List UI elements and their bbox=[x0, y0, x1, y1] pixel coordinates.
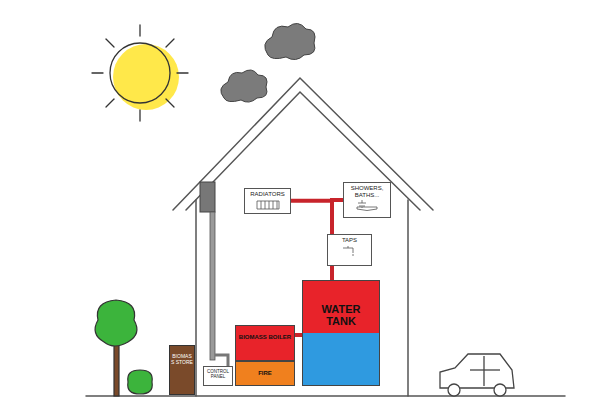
showers-box: SHOWERS, BATHS... bbox=[343, 182, 391, 218]
node-label: RADIATORS bbox=[250, 191, 284, 198]
hot-water-pipe bbox=[330, 266, 334, 280]
fire-box: FIRE bbox=[235, 361, 295, 386]
node-label: BIOMASS STORE bbox=[171, 354, 193, 365]
node-label: CONTROL PANEL bbox=[205, 370, 231, 380]
node-label: SHOWERS, BATHS... bbox=[346, 185, 388, 198]
biomass-store: BIOMASS STORE bbox=[169, 345, 195, 395]
radiators-box: RADIATORS bbox=[244, 188, 291, 214]
shower-icon bbox=[354, 199, 380, 211]
sun bbox=[92, 25, 188, 121]
hot-water-pipe bbox=[295, 333, 302, 337]
trees bbox=[95, 300, 152, 396]
house-outline bbox=[86, 78, 565, 396]
taps-box: TAPS bbox=[327, 234, 372, 266]
control-panel: CONTROL PANEL bbox=[203, 366, 233, 386]
node-label: BIOMASS BOILER bbox=[239, 334, 291, 341]
node-label: TAPS bbox=[342, 237, 357, 244]
rad-icon bbox=[255, 199, 281, 211]
node-label: FIRE bbox=[258, 370, 272, 377]
water-tank: WATER TANK bbox=[302, 280, 380, 386]
biomass-boiler: BIOMASS BOILER bbox=[235, 325, 295, 361]
hot-water-pipe bbox=[291, 201, 332, 280]
smoke-clouds bbox=[221, 23, 315, 102]
node-label: WATER TANK bbox=[307, 303, 375, 327]
car bbox=[440, 354, 514, 396]
chimney bbox=[200, 182, 228, 366]
tap-icon bbox=[337, 245, 363, 257]
